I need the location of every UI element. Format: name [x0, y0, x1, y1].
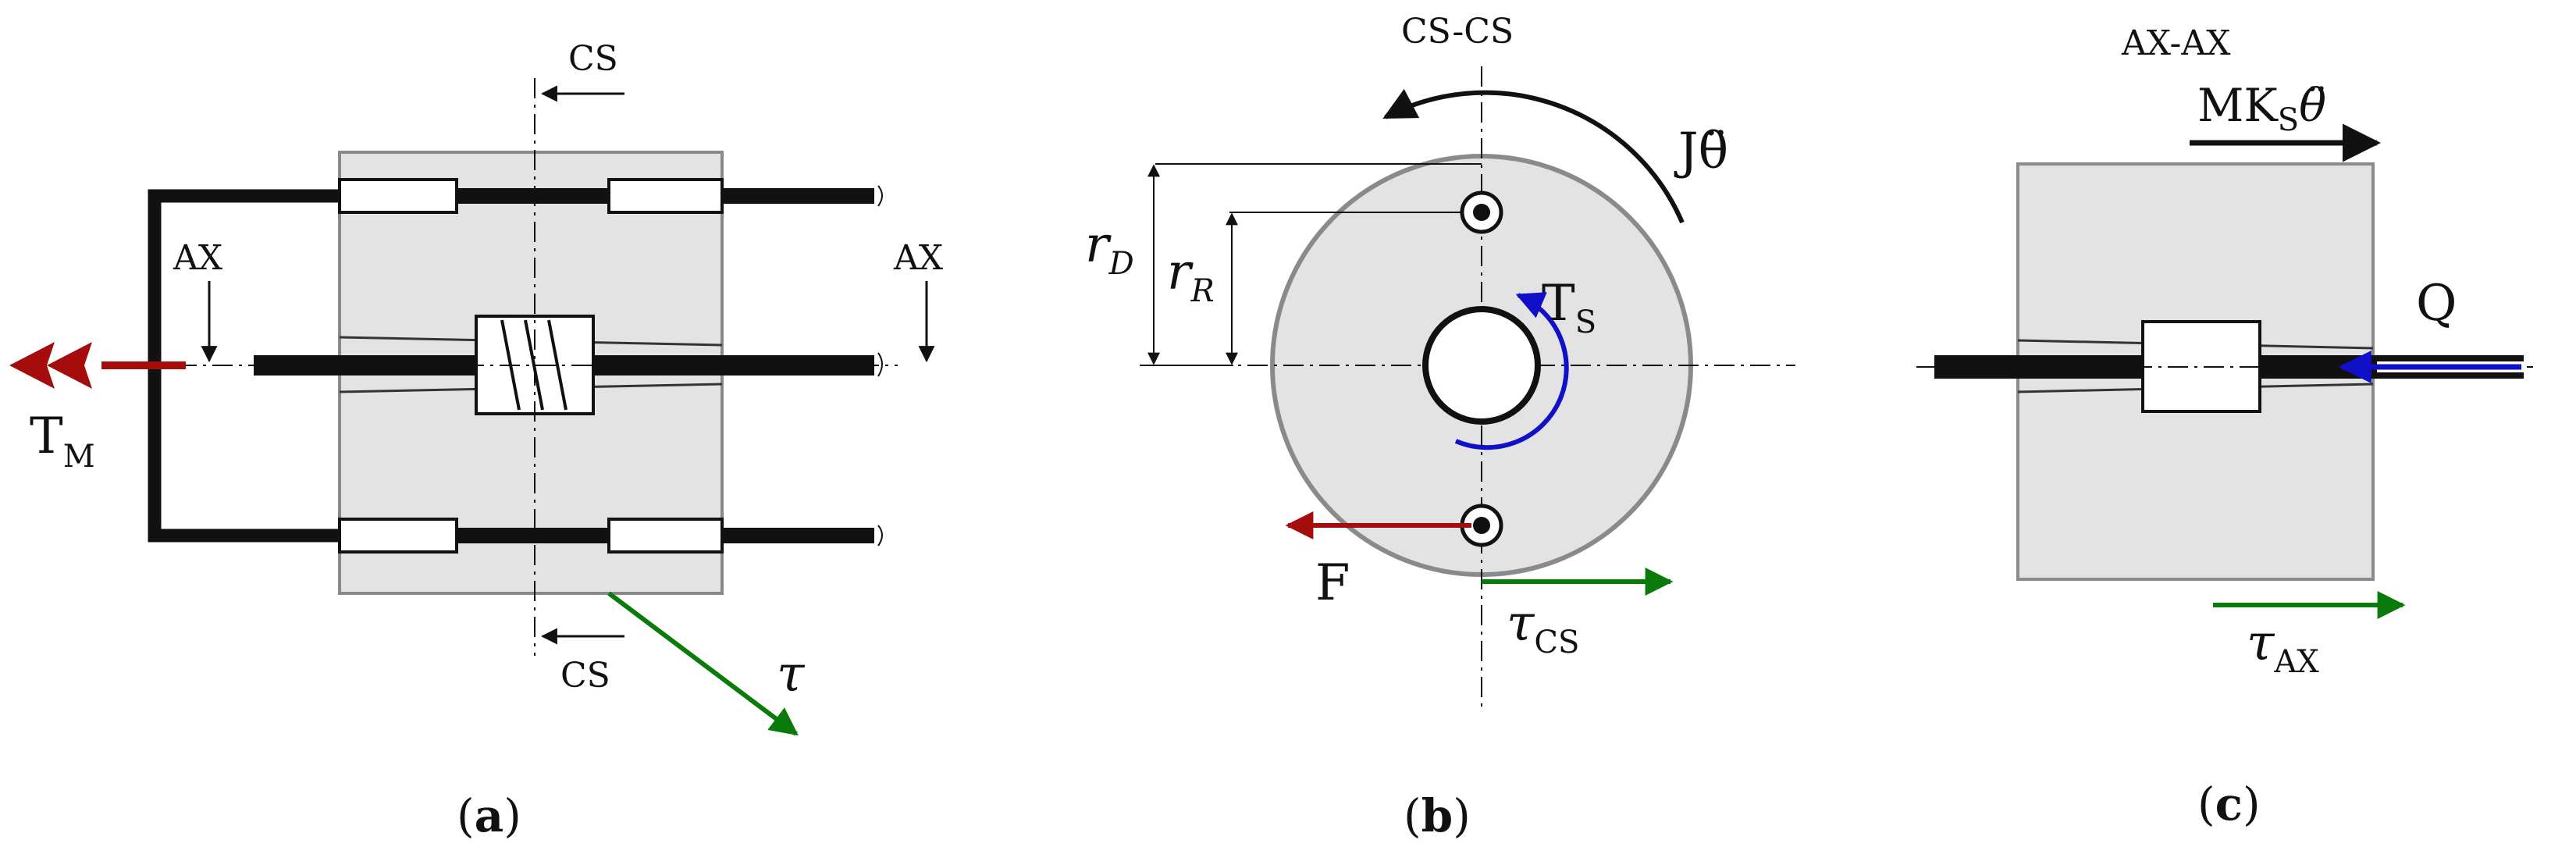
- rd-label: rD: [1085, 216, 1134, 282]
- motor-torque-arrow: [9, 342, 186, 389]
- panel-b: CS-CS Jθ̈ rD rR TS F τCS (b: [1085, 12, 1795, 842]
- inertia-arrow: [1382, 88, 1685, 224]
- hub-circle: [1422, 306, 1541, 425]
- panel-a-label: (a): [457, 789, 521, 842]
- q-label: Q: [2416, 275, 2457, 333]
- motor-torque-label: TM: [30, 408, 95, 475]
- inertia-label: Jθ̈: [1674, 123, 1728, 180]
- rr-label: rR: [1167, 244, 1215, 309]
- tau-arrow: [607, 591, 799, 736]
- cs-section-title: CS-CS: [1401, 12, 1514, 52]
- top-bearing-left: [338, 178, 458, 214]
- mk-label: MKSθ̈: [2197, 79, 2326, 138]
- top-rod-inner: [457, 188, 609, 204]
- tau-cs-label: τCS: [1507, 595, 1579, 660]
- tau-label: τ: [777, 646, 806, 703]
- panel-c: AX-AX MKSθ̈ Q τAX (c): [1916, 23, 2533, 831]
- panel-a: CS CS AX AX TM τ (a): [9, 39, 944, 842]
- bottom-bearing-left: [338, 518, 458, 554]
- panel-c-label: (c): [2197, 778, 2261, 831]
- top-bearing-right: [607, 178, 724, 214]
- bottom-rod-inner: [457, 528, 609, 543]
- bottom-rod-outer: [722, 528, 874, 543]
- cs-bottom-label: CS: [560, 656, 610, 696]
- bottom-bearing-right: [607, 518, 724, 554]
- panel-b-label: (b): [1404, 789, 1471, 842]
- top-rod-outer: [722, 188, 874, 204]
- ts-arrow: [1454, 292, 1569, 450]
- cs-top-label: CS: [568, 39, 618, 79]
- q-arrow: [2338, 351, 2524, 383]
- force-label: F: [1315, 554, 1350, 612]
- ax-right-label: AX: [893, 238, 944, 278]
- ts-label: TS: [1542, 275, 1596, 340]
- ax-section-title: AX-AX: [2121, 23, 2231, 63]
- tau-ax-label: τAX: [2247, 614, 2319, 680]
- ax-left-label: AX: [173, 238, 223, 278]
